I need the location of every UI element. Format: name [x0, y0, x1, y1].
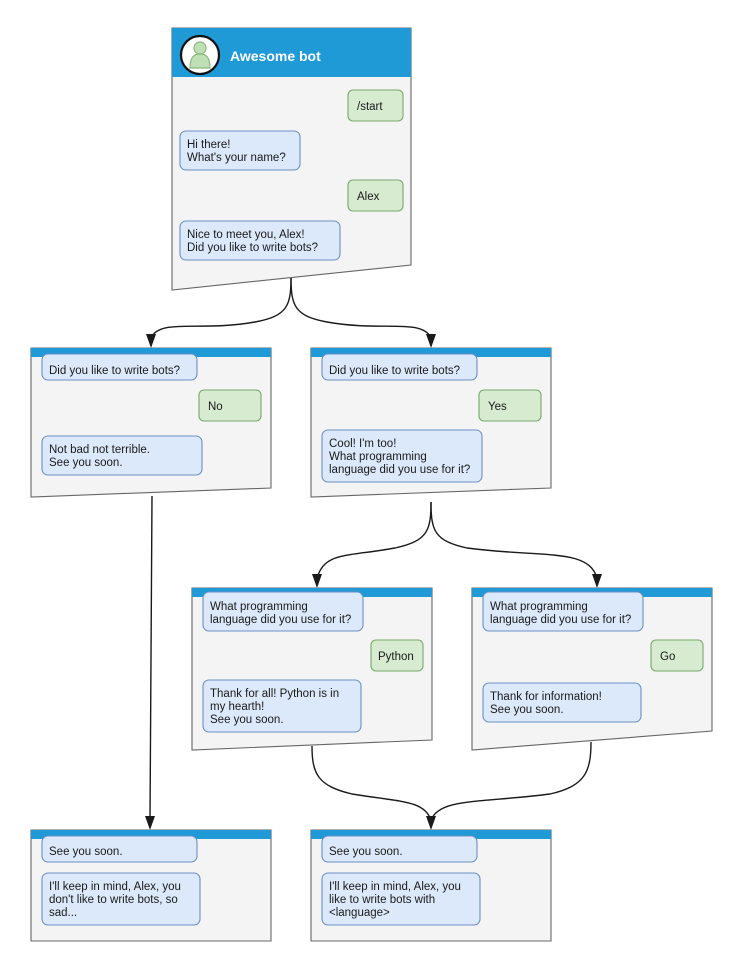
message-text: Alex [357, 191, 380, 203]
message-text: language did you use for it? [329, 464, 470, 476]
message-bot: I'll keep in mind, Alex, you don't like … [41, 872, 201, 926]
message-text: See you soon. [329, 846, 403, 858]
message-user: No [198, 389, 262, 422]
arrowhead-to-python [312, 574, 322, 588]
message-text: What programming [210, 601, 308, 613]
message-text: Nice to meet you, Alex! [187, 229, 305, 241]
message-bot: Cool! I'm too! What programming language… [321, 429, 483, 483]
message-text: No [208, 401, 223, 413]
message-text: Not bad not terrible. [49, 444, 150, 456]
message-text: Did you like to write bots? [49, 365, 180, 377]
card-root-title: Awesome bot [230, 48, 321, 64]
card-answer-no[interactable]: Did you like to write bots? No Not bad n… [30, 347, 272, 498]
message-user: /start [347, 89, 404, 122]
connector-yes-to-python [316, 501, 432, 579]
message-text: language did you use for it? [210, 614, 351, 626]
arrowhead-to-end-happy [426, 816, 436, 830]
message-bot: What programming language did you use fo… [482, 591, 644, 632]
arrowhead-to-go [592, 574, 602, 588]
message-bot: Hi there! What's your name? [179, 130, 301, 171]
card-answer-go[interactable]: What programming language did you use fo… [471, 587, 713, 751]
card-answer-yes[interactable]: Did you like to write bots? Yes Cool! I'… [310, 347, 552, 498]
message-text: See you soon. [490, 704, 564, 716]
message-text: See you soon. [49, 846, 123, 858]
message-text: sad... [49, 907, 77, 919]
message-user: Alex [347, 179, 404, 212]
card-end-sad-header-bar [31, 830, 271, 839]
message-bot: Nice to meet you, Alex! Did you like to … [179, 220, 341, 261]
message-text: What's your name? [187, 152, 286, 164]
message-text: Did you like to write bots? [187, 242, 318, 254]
message-text: don't like to write bots, so [49, 894, 178, 906]
message-text: Yes [488, 401, 507, 413]
arrowhead-to-no [146, 334, 156, 348]
message-user: Python [370, 639, 424, 672]
message-text: I'll keep in mind, Alex, you [329, 881, 461, 893]
message-bot: See you soon. [321, 835, 478, 863]
message-text: Cool! I'm too! [329, 438, 396, 450]
message-text: Thank for information! [490, 691, 602, 703]
message-user: Go [650, 639, 704, 672]
message-bot: Not bad not terrible. See you soon. [41, 435, 203, 476]
card-answer-python[interactable]: What programming language did you use fo… [191, 587, 433, 751]
connector-root-to-no [150, 276, 292, 339]
connector-no-to-end-sad [149, 495, 153, 821]
message-bot: Thank for information! See you soon. [482, 682, 642, 723]
message-text: Go [660, 651, 675, 663]
connector-group [145, 276, 602, 830]
message-bot: See you soon. [41, 835, 198, 863]
message-text: See you soon. [49, 457, 123, 469]
message-text: my hearth! [210, 701, 264, 713]
message-text: like to write bots with [329, 894, 435, 906]
connector-yes-to-go [430, 501, 598, 579]
message-text: <language> [329, 907, 390, 919]
message-text: language did you use for it? [490, 614, 631, 626]
card-root[interactable]: Awesome bot /start Hi there! What's your… [171, 27, 412, 291]
connector-go-to-end-happy [430, 741, 592, 821]
arrowhead-to-yes [426, 334, 436, 348]
connector-python-to-end-happy [311, 745, 432, 821]
message-bot: What programming language did you use fo… [202, 591, 364, 632]
message-user: Yes [478, 389, 542, 422]
message-bot: I'll keep in mind, Alex, you like to wri… [321, 872, 481, 926]
message-text: Thank for all! Python is in [210, 688, 339, 700]
message-text: What programming [329, 451, 427, 463]
card-end-happy-header-bar [311, 830, 551, 839]
card-answer-no-header-bar [31, 348, 271, 357]
card-end-happy[interactable]: See you soon. I'll keep in mind, Alex, y… [310, 829, 552, 942]
card-answer-yes-header-bar [311, 348, 551, 357]
message-text: Python [378, 651, 414, 663]
message-text: I'll keep in mind, Alex, you [49, 881, 181, 893]
message-text: /start [357, 101, 383, 113]
arrowhead-to-end-sad [145, 816, 155, 830]
avatar [179, 34, 221, 76]
message-bot: Did you like to write bots? [41, 353, 198, 381]
message-text: Hi there! [187, 139, 230, 151]
card-end-sad[interactable]: See you soon. I'll keep in mind, Alex, y… [30, 829, 272, 942]
connector-root-to-yes [290, 276, 432, 339]
message-text: What programming [490, 601, 588, 613]
message-text: See you soon. [210, 714, 284, 726]
message-bot: Thank for all! Python is in my hearth! S… [202, 679, 362, 733]
message-text: Did you like to write bots? [329, 365, 460, 377]
message-bot: Did you like to write bots? [321, 353, 478, 381]
